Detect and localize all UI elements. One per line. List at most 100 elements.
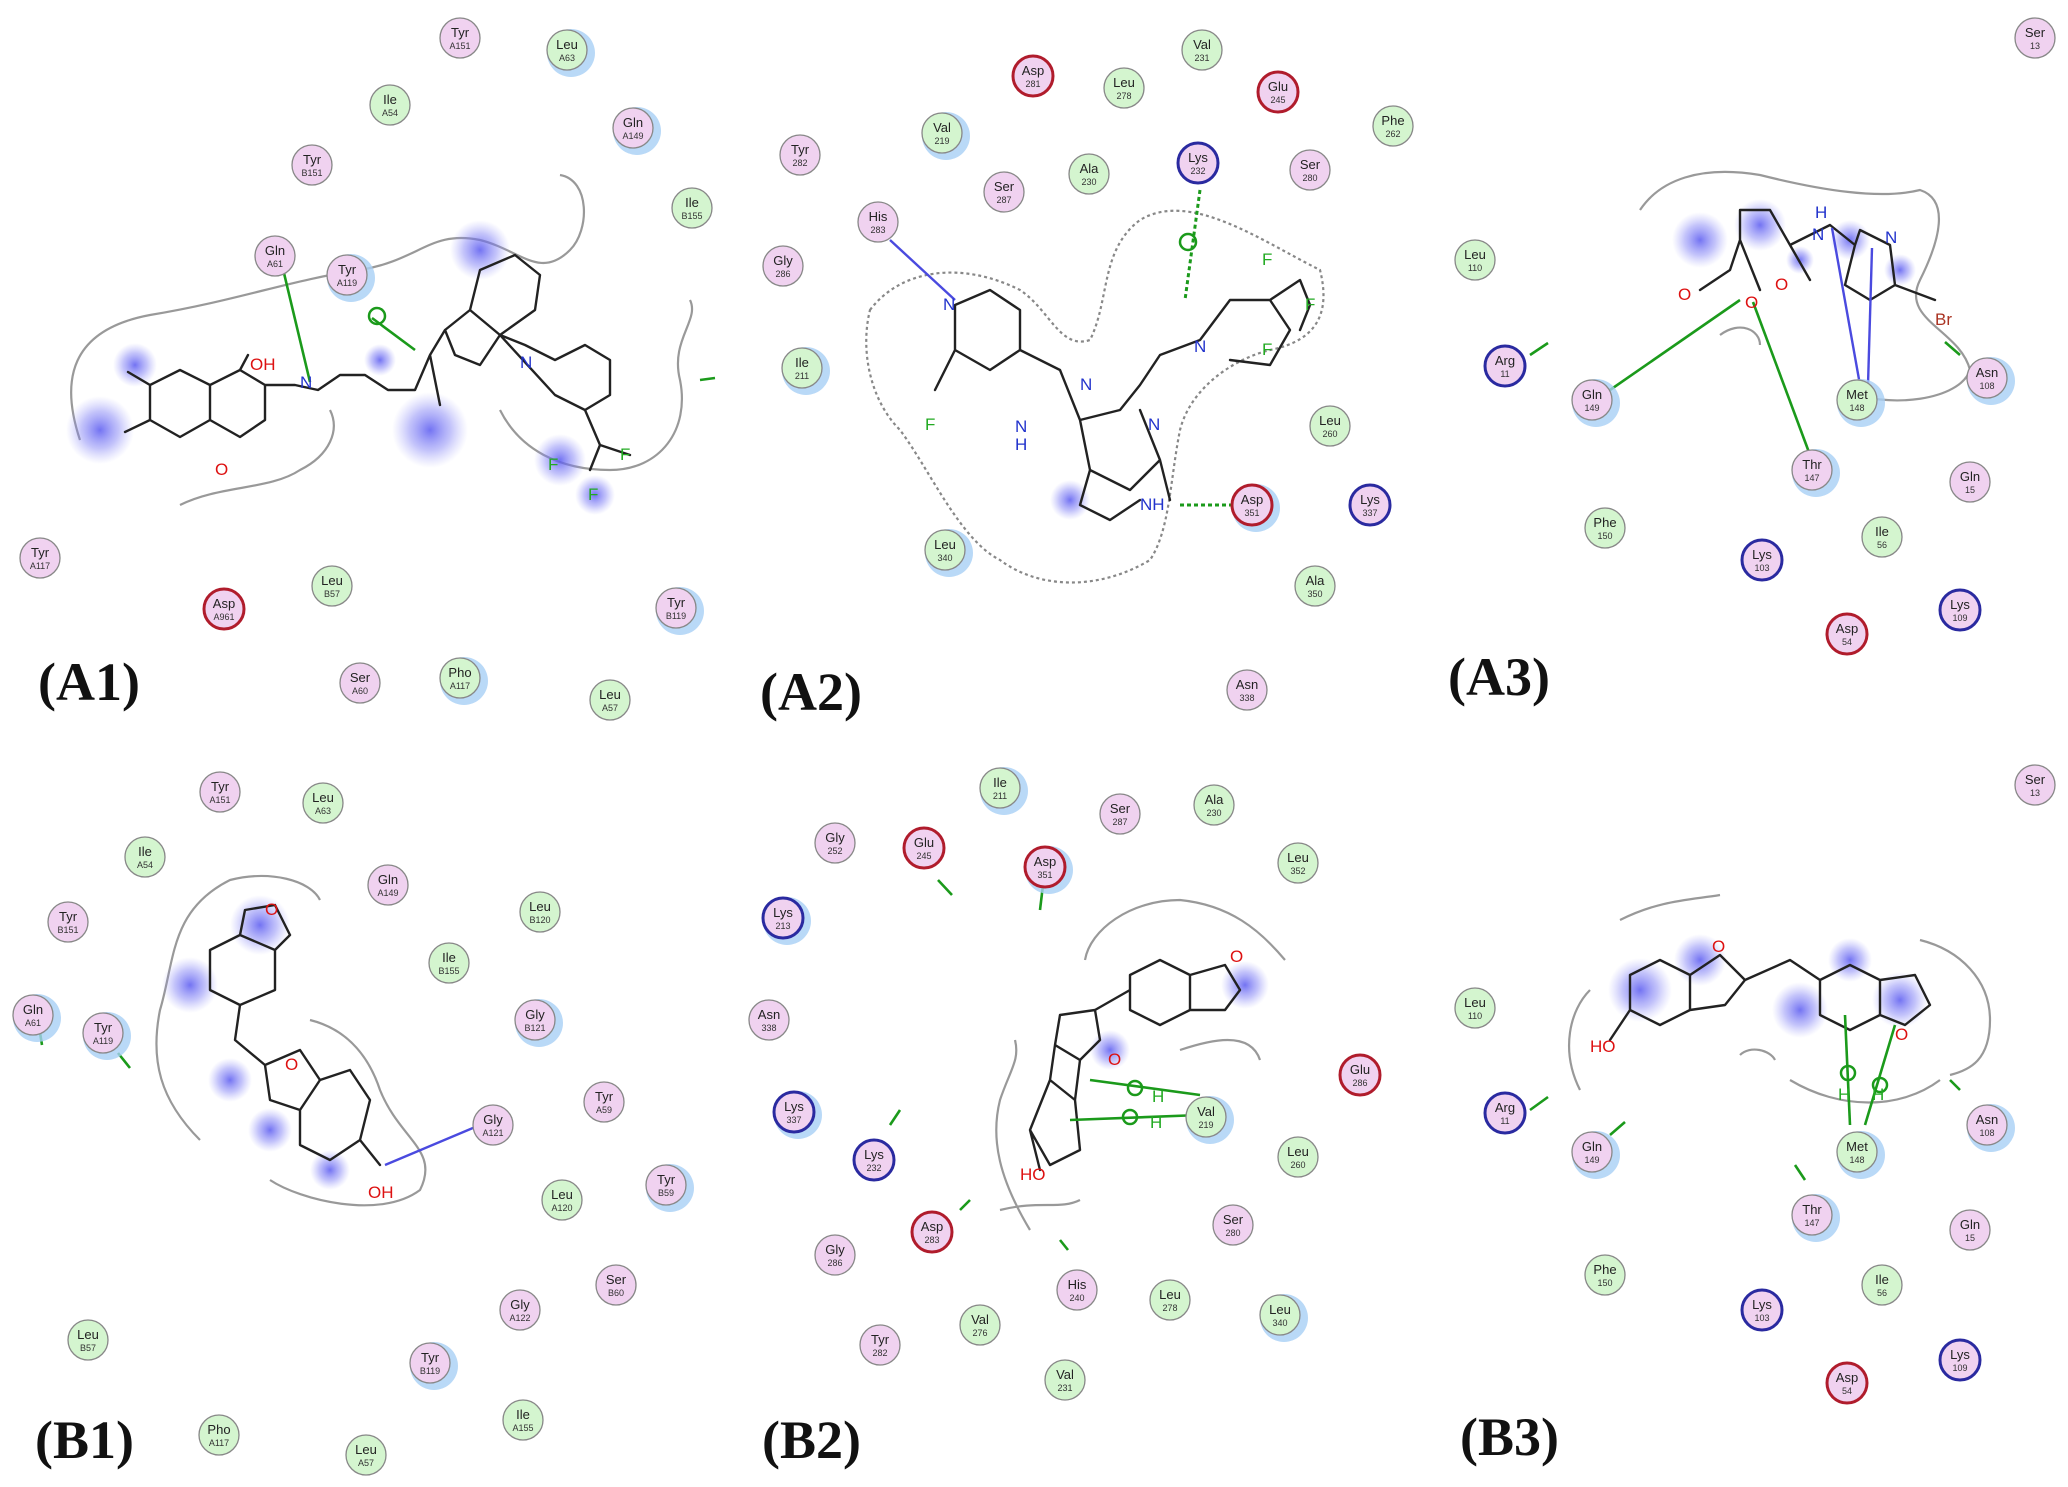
residue-circle: [779, 134, 821, 176]
residue-circle: [1966, 1104, 2008, 1146]
residue-circle: [1791, 449, 1833, 491]
residue-circle: [1483, 344, 1527, 388]
residue-name: Phe: [1593, 515, 1616, 530]
residue-name: Met: [1846, 1139, 1868, 1154]
residue-name: Pho: [448, 665, 471, 680]
residue-circle: [772, 1090, 816, 1134]
panel-a3-residues: Ser13Leu110Arg11Gln149Met148Asn108Thr147…: [1454, 17, 2056, 656]
panel-a2-ligand: N F N H N N N NH F F F: [865, 189, 1325, 584]
residue-name: Gly: [773, 253, 793, 268]
residue-number: A61: [25, 1018, 41, 1028]
atom-f: F: [620, 445, 630, 464]
residue-number: 103: [1754, 563, 1769, 573]
residue-name: Asp: [921, 1219, 943, 1234]
residue-circle: [959, 1304, 1001, 1346]
residue-circle: [47, 901, 89, 943]
residue-name: Leu: [934, 537, 956, 552]
residue-circle: [1938, 588, 1982, 632]
residue-circle: [369, 84, 411, 126]
residue-circle: [19, 537, 61, 579]
residue-circle: [645, 1164, 687, 1206]
panel-a1-ligand: OH O N N F F F: [66, 173, 716, 515]
residue-name: Val: [1193, 37, 1211, 52]
residue-number: A149: [622, 131, 643, 141]
residue-name: Asn: [758, 1007, 780, 1022]
residue-number: 149: [1584, 1155, 1599, 1165]
residue-name: Leu: [321, 573, 343, 588]
residue-number: A120: [551, 1203, 572, 1213]
residue-number: 109: [1952, 613, 1967, 623]
residue-circle: [1103, 67, 1145, 109]
residue-name: Gln: [265, 243, 285, 258]
atom-h: H: [1838, 1085, 1850, 1104]
residue-circle: [814, 822, 856, 864]
residue-name: Gly: [825, 1242, 845, 1257]
residue-name: Gln: [1960, 469, 1980, 484]
residue-name: Tyr: [94, 1020, 113, 1035]
residue-number: 282: [792, 158, 807, 168]
residue-name: Gln: [1960, 1217, 1980, 1232]
residue-circle: [1099, 793, 1141, 835]
residue-number: B151: [57, 925, 78, 935]
residue-name: Lys: [1360, 492, 1380, 507]
residue-number: 340: [1272, 1318, 1287, 1328]
atom-n: N: [1015, 417, 1027, 436]
residue-circle: [1454, 239, 1496, 281]
atom-n: N: [1812, 225, 1824, 244]
residue-number: 230: [1081, 177, 1096, 187]
residue-name: Thr: [1802, 457, 1822, 472]
residue-circle: [1289, 149, 1331, 191]
ligand-drawings: OH O N N F F F N F N H N N N NH: [36, 170, 1992, 1251]
residue-circle: [1277, 842, 1319, 884]
residue-name: Ile: [442, 950, 456, 965]
residue-circle: [12, 994, 54, 1036]
residue-circle: [199, 771, 241, 813]
residue-circle: [1836, 379, 1878, 421]
residue-number: 280: [1225, 1228, 1240, 1238]
residue-number: A60: [352, 686, 368, 696]
residue-circle: [1309, 405, 1351, 447]
residue-circle: [1584, 1254, 1626, 1296]
residue-name: Arg: [1495, 1100, 1515, 1115]
residue-number: 260: [1322, 429, 1337, 439]
panel-b3-ligand: O O HO H H: [1529, 893, 1992, 1181]
residue-name: Gln: [1582, 387, 1602, 402]
residue-name: Leu: [556, 37, 578, 52]
residue-name: Tyr: [338, 262, 357, 277]
residue-name: Tyr: [595, 1089, 614, 1104]
residue-number: 352: [1290, 866, 1305, 876]
residue-number: B119: [666, 611, 686, 621]
residue-name: Asn: [1236, 677, 1258, 692]
atom-o: O: [1108, 1050, 1121, 1069]
residue-name: Gly: [525, 1007, 545, 1022]
